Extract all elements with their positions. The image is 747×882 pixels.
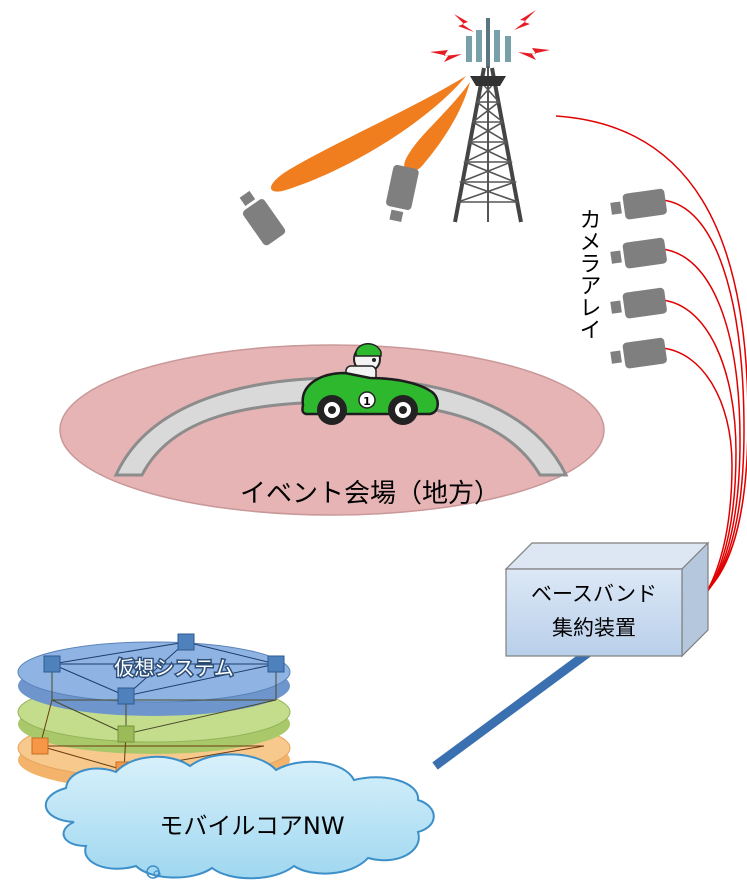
- car-number: 1: [363, 395, 371, 408]
- beam-icon: [270, 76, 470, 192]
- baseband-label-line2: 集約装置: [552, 616, 636, 640]
- camera-icon: [609, 237, 668, 271]
- virtual-system-stack: [17, 633, 291, 790]
- camera-icon: [609, 337, 668, 371]
- baseband-aggregator-box: [504, 541, 710, 658]
- tower-icon: [453, 18, 523, 223]
- race-track: [113, 376, 569, 477]
- camera-icon: [609, 188, 668, 222]
- camera-icon: [609, 287, 668, 321]
- backhaul-link: [432, 646, 595, 770]
- virtual-system-label: 仮想システム: [114, 656, 233, 680]
- camera-array-label: カメラアレイ: [576, 208, 601, 340]
- mobile-core-label: モバイルコアNW: [159, 812, 344, 840]
- baseband-label-line1: ベースバンド: [531, 582, 657, 606]
- radio-wave-icon: [430, 10, 550, 62]
- venue-label: イベント会場（地方）: [240, 479, 500, 509]
- car-icon: 1: [301, 343, 439, 425]
- cloud-icon: [45, 753, 435, 880]
- camera-icon: [382, 164, 420, 224]
- camera-icon: [233, 186, 287, 247]
- venue-area: [59, 344, 605, 516]
